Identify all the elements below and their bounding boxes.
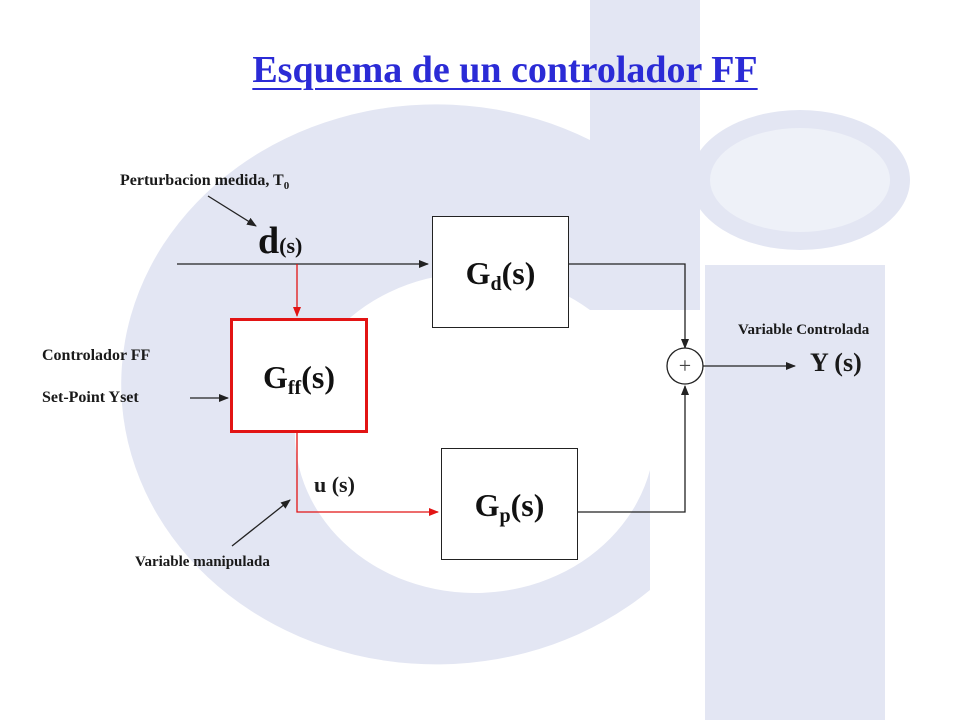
gp-output-line (578, 385, 689, 513)
y-output-label: Y (s) (810, 348, 862, 377)
gff-block: Gff(s) (230, 318, 368, 433)
page-title: Esquema de un controlador FF (252, 49, 758, 91)
d-signal-label: d(s) (258, 220, 303, 262)
controlled-variable-label: Variable Controlada (738, 322, 870, 338)
gp-block-label: Gp(s) (474, 487, 545, 527)
u-signal-line (296, 433, 439, 516)
gp-block: Gp(s) (441, 448, 578, 560)
manipulated-variable-label: Variable manipulada (135, 554, 270, 570)
watermark-stem-upper (590, 0, 700, 310)
gd-block-label: Gd(s) (465, 255, 536, 295)
setpoint-label: Set-Point Yset (42, 389, 139, 406)
gd-output-line (569, 263, 689, 349)
summing-plus-sign: + (678, 353, 692, 378)
manipulated-pointer (231, 499, 291, 547)
watermark-dot-inner (710, 128, 890, 232)
perturbation-label: Perturbacion medida, T0 (120, 172, 290, 193)
perturbation-pointer (207, 195, 257, 227)
u-signal-label: u (s) (314, 472, 355, 497)
gff-block-label: Gff(s) (263, 359, 335, 399)
controller-label: Controlador FF (42, 347, 151, 364)
gd-block: Gd(s) (432, 216, 569, 328)
watermark-stem-lower (705, 265, 885, 720)
